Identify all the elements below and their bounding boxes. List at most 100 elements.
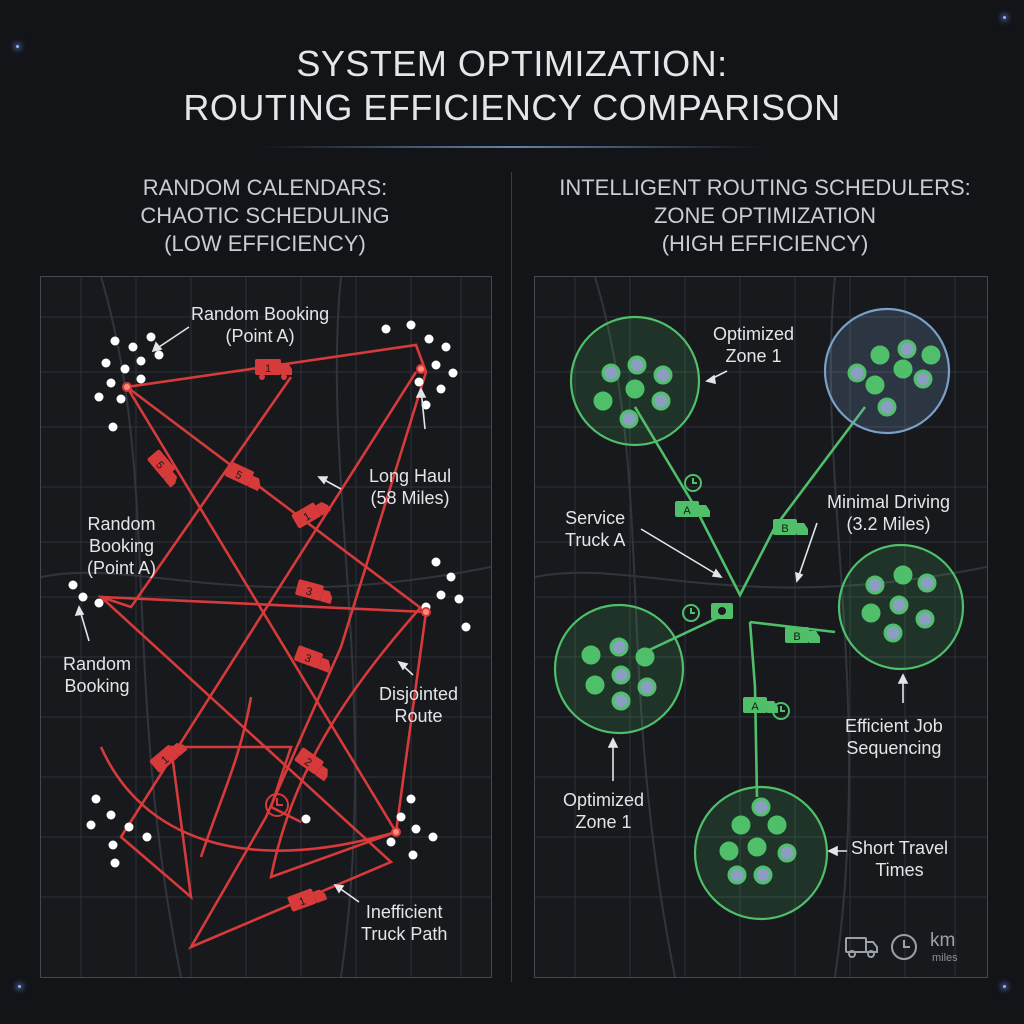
zone-mid-right — [837, 543, 965, 671]
booking-point — [94, 598, 104, 608]
label-service-truck-a: Service Truck A — [565, 507, 625, 551]
truck-icon: 3 — [294, 645, 331, 673]
truck-number: 3 — [303, 652, 313, 665]
booking-point — [441, 342, 451, 352]
label-line: Short Travel — [851, 838, 949, 858]
label-efficient-job-sequencing: Efficient Job Sequencing — [845, 715, 943, 759]
left-map-chaotic: 1 5 5 1 3 3 1 2 1 Random Booking (Point … — [40, 276, 492, 978]
booking-point — [116, 394, 126, 404]
legend-km: km — [930, 930, 956, 951]
red-route-nodes — [122, 364, 431, 837]
booking-point — [136, 374, 146, 384]
title-line-2: ROUTING EFFICIENCY COMPARISON — [183, 87, 841, 128]
clock-icon — [891, 934, 917, 960]
booking-point — [101, 358, 111, 368]
right-panel-heading: INTELLIGENT ROUTING SCHEDULERS: ZONE OPT… — [530, 174, 1000, 258]
route-node — [416, 364, 426, 374]
street-grid — [41, 277, 491, 977]
truck-icon: B — [773, 519, 808, 535]
truck-icon: 1 — [149, 742, 188, 773]
label-line: Inefficient — [365, 902, 443, 922]
booking-point — [454, 594, 464, 604]
zone-mid-left — [553, 603, 685, 735]
label-line: Optimized — [563, 790, 645, 810]
label-disjointed-route: Disjointed Route — [379, 683, 458, 727]
zone-bottom — [693, 785, 829, 921]
booking-point — [110, 336, 120, 346]
booking-point — [146, 332, 156, 342]
label-arrows — [607, 370, 909, 857]
label-line: Sequencing — [846, 738, 942, 758]
booking-point — [106, 810, 116, 820]
truck-number: 1 — [298, 895, 308, 908]
label-line: Minimal Driving — [827, 492, 951, 512]
truck-number: 2 — [302, 756, 314, 769]
booking-point — [136, 356, 146, 366]
label-line: (58 Miles) — [370, 488, 450, 508]
truck-icon: A — [675, 501, 710, 517]
booking-point — [411, 824, 421, 834]
route-node — [421, 607, 431, 617]
clock-icon — [772, 702, 790, 720]
label-line: Long Haul — [369, 466, 452, 486]
label-line: Efficient Job — [845, 716, 943, 736]
green-trucks: A B B A — [675, 501, 820, 713]
label-line: Random — [87, 514, 156, 534]
label-line: Zone 1 — [575, 812, 632, 832]
left-heading-line-2: CHAOTIC SCHEDULING — [140, 203, 390, 228]
zone-top-right — [823, 307, 951, 435]
panel-divider — [511, 172, 512, 982]
label-line: (Point A) — [87, 558, 157, 578]
optimized-routes — [633, 406, 867, 798]
truck-icon: A — [743, 697, 778, 713]
truck-icon: 5 — [224, 461, 261, 492]
street-grid — [535, 277, 987, 977]
truck-number: 3 — [304, 585, 313, 598]
label-random-booking-mid: Random Booking (Point A) — [87, 513, 156, 579]
legend-miles: miles — [932, 952, 958, 964]
label-line: (3.2 Miles) — [846, 514, 931, 534]
booking-point — [301, 814, 311, 824]
label-line: Service — [565, 508, 626, 528]
route-node — [391, 827, 401, 837]
booking-point — [406, 320, 416, 330]
label-inefficient-truck-path: Inefficient Truck Path — [361, 901, 447, 945]
truck-icon — [845, 937, 878, 958]
label-line: (Point A) — [225, 326, 295, 346]
label-line: Route — [394, 706, 443, 726]
left-panel-heading: RANDOM CALENDARS: CHAOTIC SCHEDULING (LO… — [40, 174, 490, 258]
truck-icon: 1 — [291, 501, 332, 529]
label-random-booking-low: Random Booking — [63, 653, 131, 697]
truck-icon: 1 — [255, 359, 292, 380]
booking-point — [431, 360, 441, 370]
units-legend: km miles — [844, 930, 964, 972]
right-map-canvas: A B B A — [535, 277, 987, 977]
booking-point — [461, 622, 471, 632]
booking-point — [448, 368, 458, 378]
clock-icon — [684, 474, 702, 492]
label-line: Booking — [88, 536, 155, 556]
right-heading-line-1: INTELLIGENT ROUTING SCHEDULERS: — [559, 175, 971, 200]
route-node — [122, 382, 132, 392]
label-minimal-driving: Minimal Driving (3.2 Miles) — [827, 491, 950, 535]
label-line: Zone 1 — [725, 346, 782, 366]
booking-point — [128, 342, 138, 352]
booking-point — [108, 840, 118, 850]
right-map-optimized: A B B A Optimized Zone 1 Minimal Driving… — [534, 276, 988, 978]
title-divider — [262, 146, 762, 148]
booking-point — [120, 364, 130, 374]
truck-letter: B — [781, 523, 788, 535]
service-truck-icon — [711, 603, 733, 619]
label-line: Times — [875, 860, 924, 880]
label-long-haul: Long Haul (58 Miles) — [369, 465, 451, 509]
booking-point — [124, 822, 134, 832]
booking-point — [408, 850, 418, 860]
left-heading-line-1: RANDOM CALENDARS: — [142, 175, 388, 200]
label-line: Booking — [64, 676, 130, 696]
truck-letter: B — [793, 631, 800, 643]
label-optimized-zone-top: Optimized Zone 1 — [713, 323, 794, 367]
clock-icon — [682, 604, 700, 622]
truck-number: 1 — [302, 510, 313, 523]
star-decoration — [18, 985, 21, 988]
booking-point — [108, 422, 118, 432]
